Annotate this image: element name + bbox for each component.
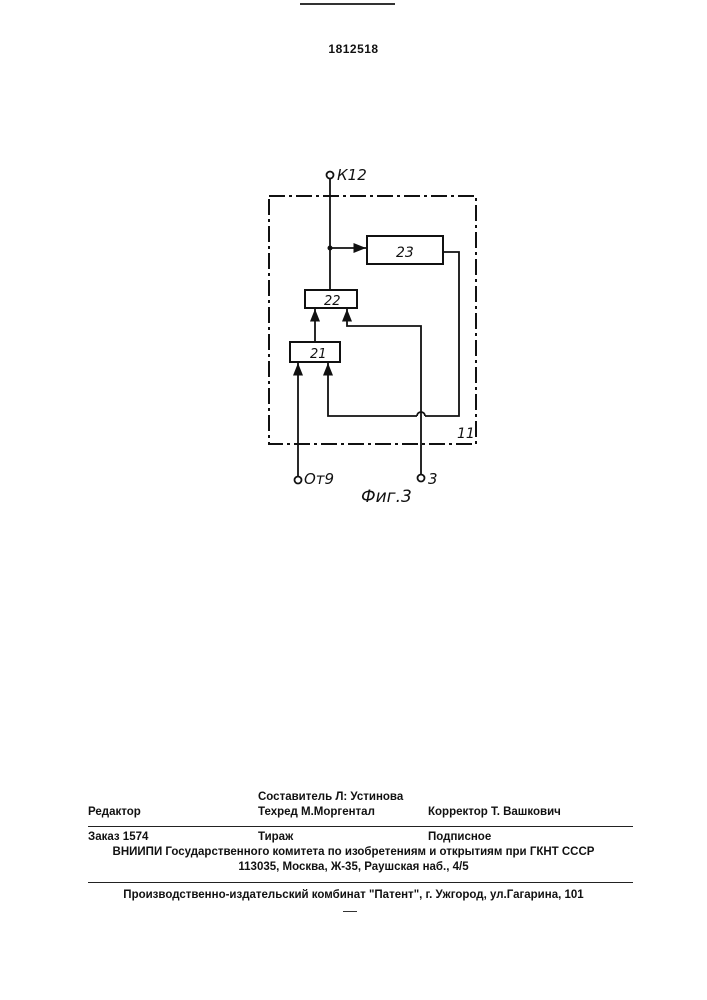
credit-corrector: Корректор Т. Вашкович — [428, 806, 561, 818]
figure-caption: Фиг.3 — [361, 487, 412, 507]
label-21: 21 — [310, 347, 327, 362]
printer-line: Производственно-издательский комбинат "П… — [0, 889, 707, 901]
circulation: Тираж — [258, 831, 293, 843]
bottom-mark — [343, 911, 357, 912]
terminal-k12 — [327, 172, 334, 179]
wire-23-out — [425, 252, 459, 416]
block-diagram: К12 23 22 21 11 От9 3 Фиг.3 — [0, 0, 707, 560]
label-k12: К12 — [337, 166, 367, 184]
credit-compiler: Составитель Л: Устинова — [258, 791, 403, 803]
block-11-outline — [269, 196, 476, 444]
wire-to-21-right — [328, 363, 417, 416]
wire-3-to-22 — [347, 309, 421, 474]
subscription: Подписное — [428, 831, 491, 843]
publisher-line-2: 113035, Москва, Ж-35, Раушская наб., 4/5 — [0, 861, 707, 873]
rule-2 — [88, 882, 633, 883]
order-number: Заказ 1574 — [88, 831, 148, 843]
label-ot9: От9 — [304, 470, 334, 488]
label-3: 3 — [428, 470, 438, 488]
label-23: 23 — [396, 245, 414, 261]
label-block-11: 11 — [457, 426, 475, 442]
credit-editor: Редактор — [88, 806, 141, 818]
terminal-ot9 — [295, 477, 302, 484]
label-22: 22 — [324, 294, 341, 309]
terminal-3 — [418, 475, 425, 482]
credit-techred: Техред М.Моргентал — [258, 806, 375, 818]
rule-1 — [88, 826, 633, 827]
publisher-line-1: ВНИИПИ Государственного комитета по изоб… — [0, 846, 707, 858]
